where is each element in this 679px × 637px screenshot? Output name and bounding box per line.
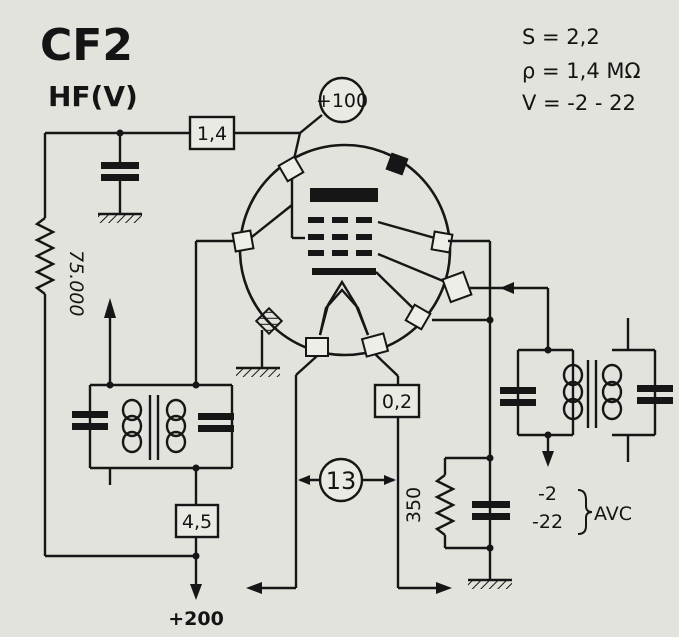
- plate-supply-node: +100: [316, 76, 368, 124]
- plate-resistor-label: 1,4: [197, 123, 227, 145]
- avc-label: AVC: [594, 503, 632, 525]
- input-tank-circuit: [72, 298, 234, 485]
- grid-resistor: 75.000: [34, 133, 197, 558]
- screen-resistor-label: 4,5: [182, 511, 212, 533]
- heater-leads: 0,2: [246, 353, 452, 594]
- cathode-resistor-label: 350: [403, 487, 425, 523]
- top-rail: [45, 114, 323, 169]
- screen-resistor: 4,5 +200: [168, 468, 224, 630]
- tube-title: CF2: [40, 20, 133, 71]
- input-lead: [194, 239, 234, 385]
- param-rho: ρ = 1,4 MΩ: [522, 59, 641, 83]
- cathode-box-label: 0,2: [382, 391, 412, 413]
- grid-resistor-label: 75.000: [65, 250, 87, 316]
- param-s: S = 2,2: [522, 25, 600, 49]
- plate-resistor: 1,4: [188, 115, 236, 151]
- decoupling-capacitor: [98, 133, 142, 223]
- supply-label: +200: [168, 608, 224, 630]
- pin-number-marker: 13: [298, 457, 396, 503]
- cathode-network: 350: [403, 239, 512, 589]
- tube-envelope: [231, 143, 473, 358]
- plate-supply-label: +100: [316, 90, 368, 112]
- avc-label-group: -2 -22 AVC: [532, 483, 632, 535]
- ground-pin-lead: [236, 330, 280, 377]
- output-tank-circuit: [470, 282, 673, 467]
- pin-number-label: 13: [326, 467, 357, 495]
- tube-subtitle: HF(V): [48, 80, 138, 113]
- param-v: V = -2 - 22: [522, 91, 636, 115]
- avc-value-2: -22: [532, 511, 563, 533]
- avc-value-1: -2: [538, 483, 557, 505]
